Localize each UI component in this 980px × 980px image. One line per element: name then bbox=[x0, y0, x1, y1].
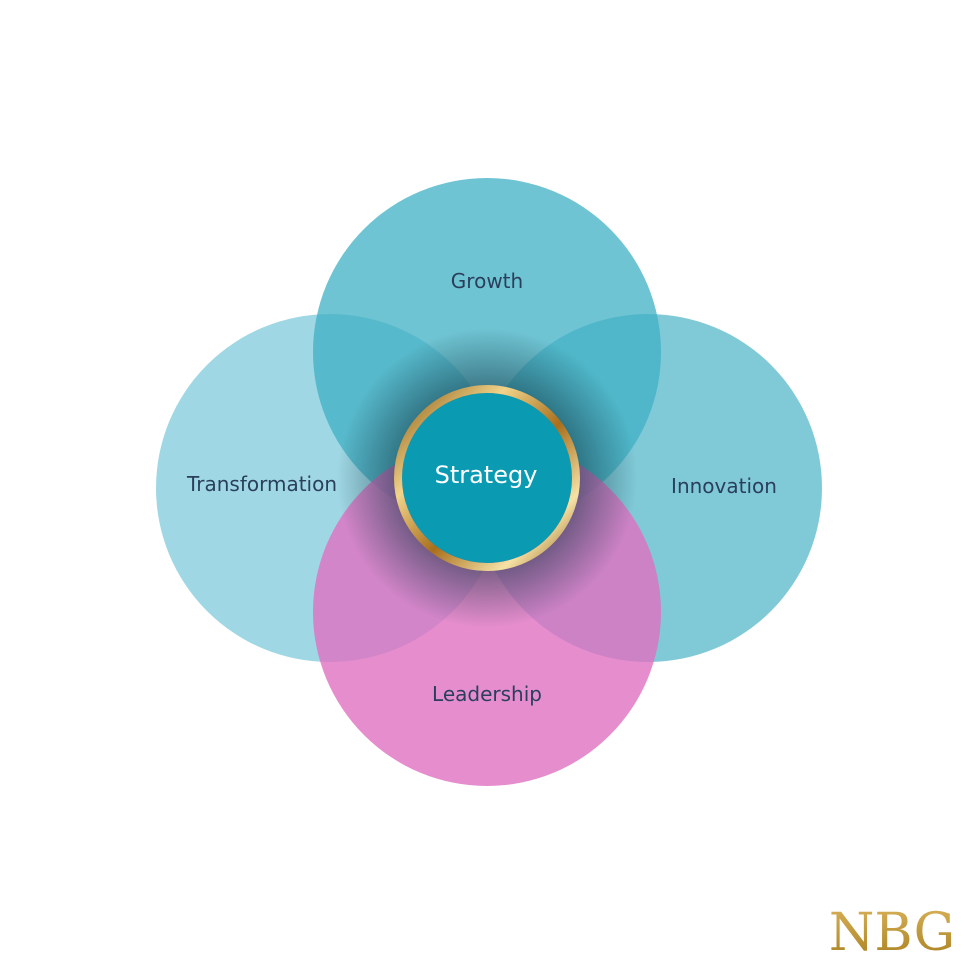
growth-label: Growth bbox=[451, 269, 523, 293]
innovation-label: Innovation bbox=[671, 474, 777, 498]
nbg-logo: NBG bbox=[829, 903, 955, 963]
transformation-label: Transformation bbox=[186, 472, 337, 496]
leadership-label: Leadership bbox=[432, 682, 542, 706]
strategy-label: Strategy bbox=[435, 461, 538, 489]
strategy-ring bbox=[394, 385, 580, 571]
strategy-circle bbox=[402, 393, 572, 563]
